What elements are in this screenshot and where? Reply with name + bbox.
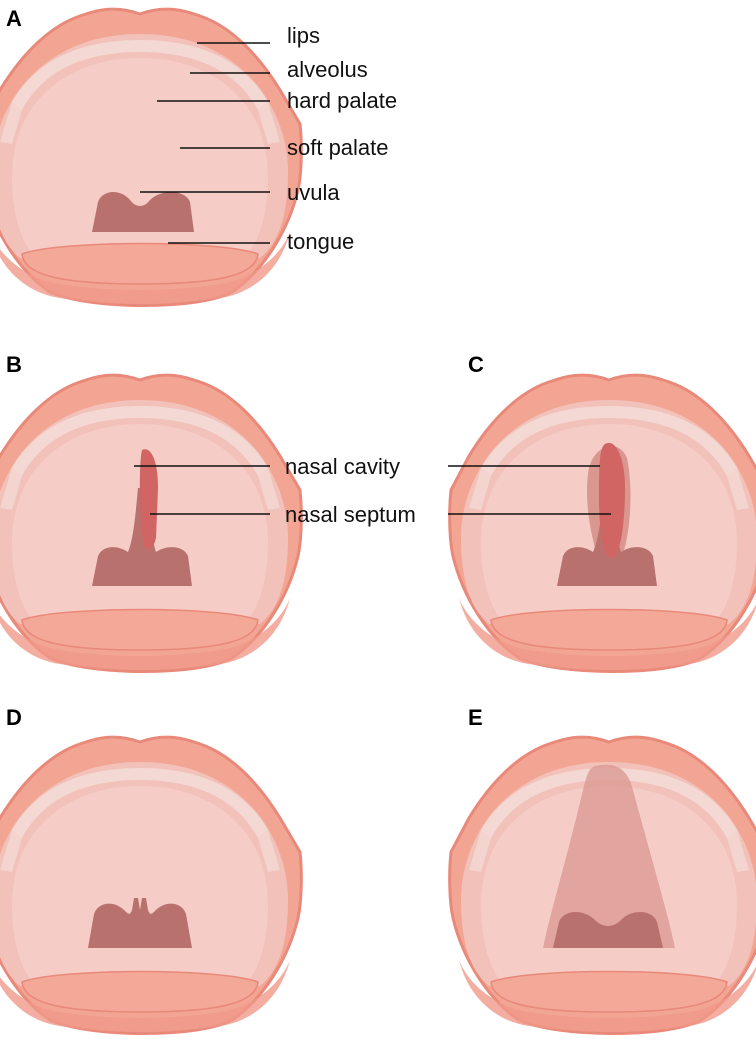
panel-a-mouth (0, 7, 303, 308)
submucous-shape (543, 764, 675, 948)
uvula-shape (92, 488, 192, 586)
uvula-shape (88, 898, 192, 948)
uvula-shape (92, 191, 194, 232)
cleft-shape (139, 449, 158, 549)
panel-letter-d: D (6, 705, 22, 730)
label-lips: lips (287, 23, 320, 48)
uvula-shape (553, 911, 663, 948)
cleft-shape (599, 442, 625, 559)
panel-a-labels: lips alveolus hard palate soft palate uv… (140, 23, 397, 254)
label-hard-palate: hard palate (287, 88, 397, 113)
label-nasal-septum: nasal septum (285, 502, 416, 527)
label-nasal-cavity: nasal cavity (285, 454, 400, 479)
panel-d-mouth (0, 735, 303, 1035)
panel-c-labels (448, 465, 611, 515)
panel-letter-a: A (6, 6, 22, 31)
panel-b-mouth (0, 373, 303, 674)
panel-c-mouth (448, 373, 756, 674)
panel-letter-c: C (468, 352, 484, 377)
label-soft-palate: soft palate (287, 135, 389, 160)
label-tongue: tongue (287, 229, 354, 254)
panel-b-labels: nasal cavity nasal septum (134, 454, 416, 527)
label-alveolus: alveolus (287, 57, 368, 82)
panel-e-mouth (448, 735, 756, 1035)
panel-letter-e: E (468, 705, 483, 730)
panel-letter-b: B (6, 352, 22, 377)
label-uvula: uvula (287, 180, 340, 205)
